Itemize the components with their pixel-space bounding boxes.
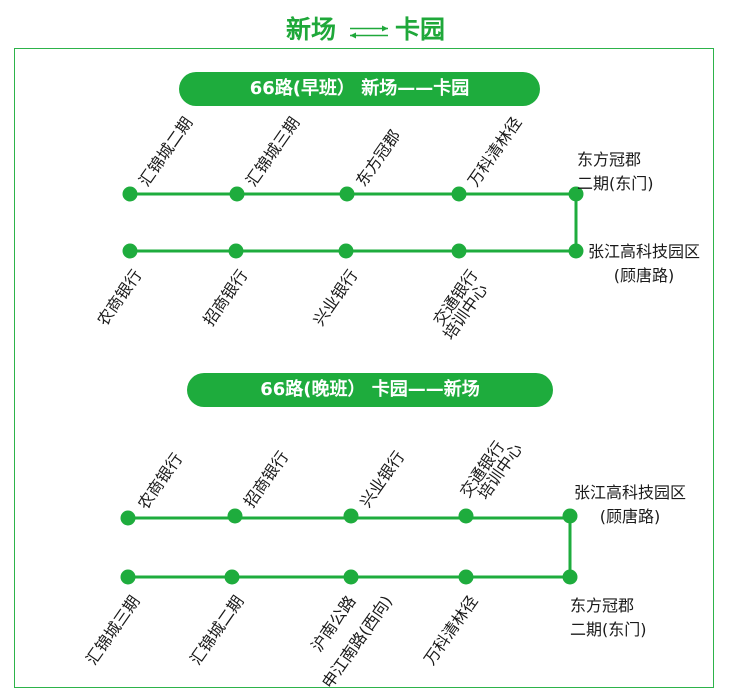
terminal-label-line: 张江高科技园区: [574, 483, 687, 502]
terminal-label-line: 东方冠郡: [577, 150, 642, 169]
station-dot: [343, 569, 359, 585]
station-dot: [227, 508, 243, 524]
station-dot: [228, 243, 244, 259]
morning-route-line: [130, 192, 578, 253]
terminal-label: 东方冠郡 二期(东门): [577, 148, 654, 196]
bidirectional-arrow-icon: [350, 25, 388, 39]
station-dot: [458, 508, 474, 524]
terminal-label: 张江高科技园区 (顾唐路): [574, 481, 686, 529]
station-dot: [568, 243, 584, 259]
terminal-label-line: 二期(东门): [570, 620, 647, 639]
station-dot: [229, 186, 245, 202]
terminal-label-line: (顾唐路): [599, 507, 661, 526]
route-panel: [14, 48, 714, 688]
station-dot: [343, 508, 359, 524]
station-dot: [120, 510, 136, 526]
page-title: 新场 卡园: [0, 6, 729, 46]
terminal-label-line: 东方冠郡: [570, 596, 635, 615]
station-dot: [339, 186, 355, 202]
terminal-label-line: 二期(东门): [577, 174, 654, 193]
station-dot: [120, 569, 136, 585]
station-dot: [562, 569, 578, 585]
terminal-label: 张江高科技园区 (顾唐路): [588, 240, 700, 288]
title-destination: 卡园: [395, 15, 446, 44]
station-dot: [224, 569, 240, 585]
terminal-label-line: 张江高科技园区: [588, 242, 701, 261]
station-dot: [568, 186, 584, 202]
terminal-label-line: (顾唐路): [613, 266, 675, 285]
evening-route-banner: 66路(晚班） 卡园——新场: [187, 373, 553, 407]
morning-station-dots: [122, 186, 584, 259]
terminal-label: 东方冠郡 二期(东门): [570, 594, 647, 642]
title-origin: 新场: [286, 15, 337, 44]
morning-route-banner: 66路(早班） 新场——卡园: [179, 72, 540, 106]
station-dot: [338, 243, 354, 259]
station-dot: [451, 243, 467, 259]
station-dot: [458, 569, 474, 585]
evening-route-line: [128, 516, 572, 579]
station-dot: [122, 243, 138, 259]
station-dot: [122, 186, 138, 202]
evening-station-dots: [120, 508, 578, 585]
station-dot: [451, 186, 467, 202]
station-dot: [562, 508, 578, 524]
